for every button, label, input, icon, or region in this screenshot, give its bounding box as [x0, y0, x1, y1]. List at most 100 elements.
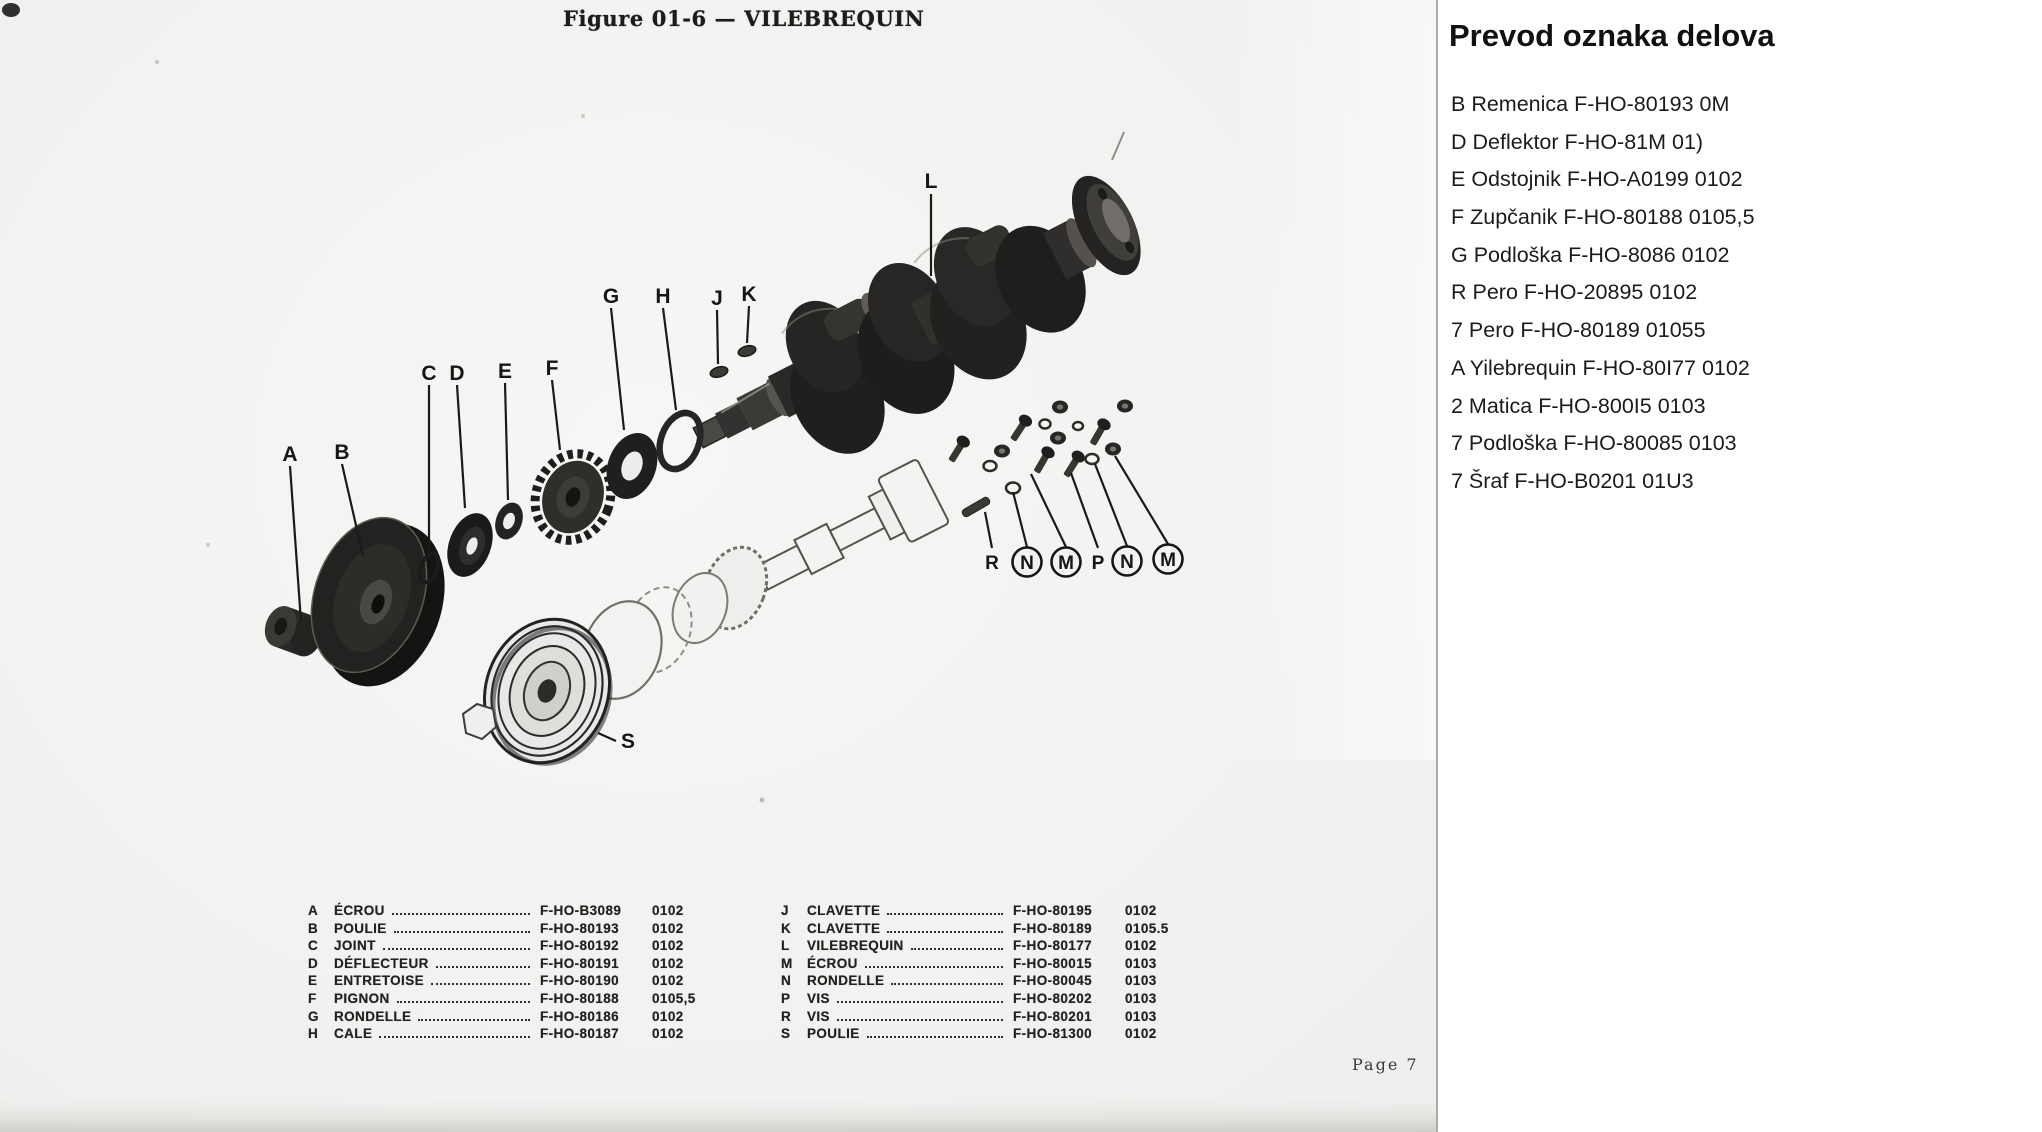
part-number: F-HO-80187	[540, 1026, 620, 1042]
part-name: ÉCROU	[334, 903, 385, 918]
scan-bottom-shadow	[0, 1100, 1438, 1132]
part-code: 0102	[652, 1008, 684, 1024]
part-ref: L	[781, 938, 790, 954]
part-name: DÉFLECTEUR	[334, 955, 429, 971]
ghost-shaft	[754, 459, 950, 591]
washer-g	[606, 433, 658, 499]
part-code: 0105,5	[652, 990, 696, 1006]
part-number: F-HO-80015	[1013, 955, 1093, 971]
callout-l: L	[925, 170, 938, 193]
list-item: F Zupčanik F-HO-80188 0105,5	[1451, 205, 1755, 230]
deflector-d	[447, 513, 493, 577]
callout-s: S	[621, 730, 635, 753]
list-item: E Odstojnik F-HO-A0199 0102	[1451, 167, 1743, 192]
part-ref: H	[308, 1026, 319, 1042]
part-ref: R	[781, 1008, 792, 1024]
dot-leader	[379, 1036, 530, 1039]
part-number: F-HO-B3089	[540, 903, 622, 918]
part-name: CLAVETTE	[807, 920, 881, 936]
callout-circle-m1	[1050, 546, 1082, 578]
dot-leader	[435, 965, 530, 968]
part-ref: B	[308, 920, 319, 936]
scanned-page: Figure 01-6 — VILEBREQUIN	[0, 0, 1438, 1132]
part-code: 0102	[1125, 1026, 1157, 1042]
part-name: POULIE	[807, 1026, 860, 1042]
part-name: POULIE	[334, 920, 387, 936]
part-number: F-HO-80201	[1013, 1008, 1093, 1024]
part-ref: J	[781, 903, 789, 918]
callout-b: B	[334, 441, 349, 464]
dot-leader	[887, 930, 1003, 933]
part-number: F-HO-80192	[540, 938, 620, 954]
callout-letters: A B C D E F G H J K L S	[282, 170, 937, 753]
callout-k: K	[741, 283, 756, 306]
part-ref: F	[308, 990, 317, 1006]
list-item: 7 Šraf F-HO-B0201 01U3	[1451, 468, 1694, 493]
panel-divider	[1436, 0, 1438, 1132]
part-name: VILEBREQUIN	[807, 938, 904, 954]
exploded-diagram: A B C D E F G H J K L S R N M P N M	[2, 3, 1184, 803]
dot-leader	[866, 1036, 1003, 1039]
table-row: R VIS F-HO-80201 0103	[781, 1008, 1181, 1026]
dot-leader	[836, 1018, 1003, 1021]
callout-circle-n1	[1011, 546, 1043, 578]
part-code: 0103	[1125, 1008, 1157, 1024]
fastener-letters: R N M P N M	[985, 543, 1184, 578]
pulley-b	[310, 516, 445, 687]
list-item: D Deflektor F-HO-81M 01)	[1451, 129, 1704, 154]
part-ref: K	[781, 920, 792, 936]
dot-leader	[891, 983, 1003, 986]
part-name: RONDELLE	[807, 973, 885, 989]
part-name: ENTRETOISE	[334, 973, 425, 989]
list-item: G Podloška F-HO-8086 0102	[1451, 242, 1730, 267]
part-number: F-HO-80193	[540, 920, 620, 936]
part-ref: D	[308, 955, 319, 971]
callout-circle-m2	[1152, 543, 1184, 575]
table-row: B POULIE F-HO-80193 0102	[308, 920, 708, 938]
dot-leader	[836, 1000, 1003, 1003]
part-ref: M	[781, 955, 793, 971]
part-number: F-HO-80177	[1013, 938, 1093, 954]
part-ref: G	[308, 1008, 319, 1024]
nut-a	[264, 606, 323, 657]
scan-light-edge	[1228, 0, 1438, 760]
part-name: VIS	[807, 990, 830, 1006]
callout-h: H	[655, 285, 670, 308]
pulley-s	[482, 617, 613, 766]
part-number: F-HO-80190	[540, 973, 620, 989]
callout-f: F	[546, 357, 559, 380]
translation-list: B Remenica F-HO-80193 0M D Deflektor F-H…	[1451, 86, 1755, 501]
dot-leader	[396, 1000, 530, 1003]
dot-leader	[864, 965, 1003, 968]
part-code: 0102	[652, 920, 684, 936]
callout-r: R	[985, 553, 999, 574]
part-code: 0103	[1125, 973, 1157, 989]
callout-n1: N	[1020, 553, 1034, 574]
part-name: PIGNON	[334, 990, 390, 1006]
callout-p: P	[1092, 553, 1105, 574]
dot-leader	[391, 913, 530, 915]
callout-c: C	[421, 362, 436, 385]
part-code: 0102	[652, 973, 684, 989]
dot-leader	[382, 948, 530, 951]
dot-leader	[418, 1018, 530, 1021]
callout-e: E	[498, 360, 512, 383]
leader-lines	[288, 194, 1169, 743]
dot-leader	[910, 948, 1003, 951]
part-code: 0102	[652, 903, 684, 918]
ring-c	[417, 551, 441, 585]
part-name: VIS	[807, 1008, 830, 1024]
callout-circle-n2	[1111, 545, 1143, 577]
lower-shaft-assembly	[461, 459, 950, 766]
page-number: Page 7	[1352, 1055, 1419, 1074]
